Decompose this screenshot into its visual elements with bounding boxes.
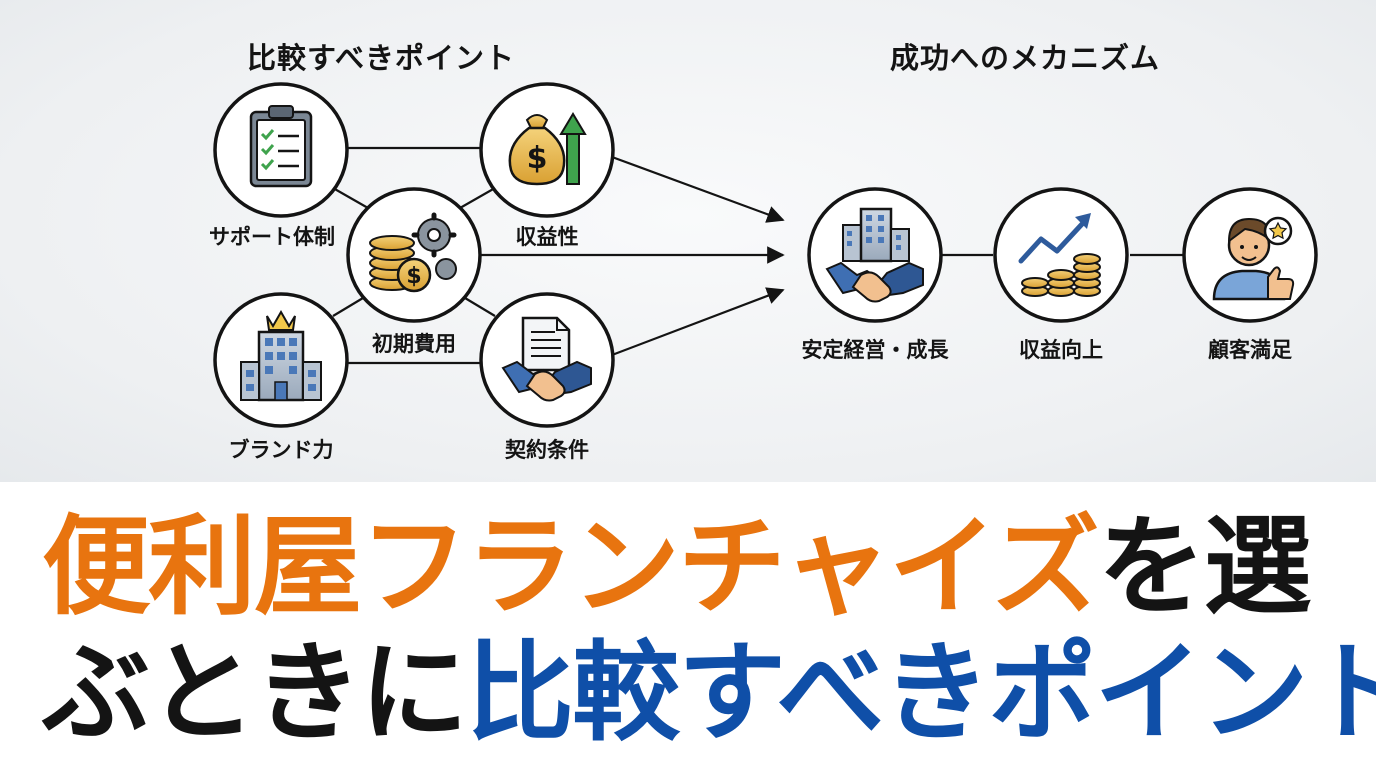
- node-profit: $: [479, 82, 615, 218]
- arrows: [480, 155, 785, 357]
- headline-blue-text: 比較すべきポイント: [466, 631, 1376, 756]
- coins-growth-chart-icon: [1018, 213, 1101, 297]
- node-brand: [213, 292, 349, 428]
- headline-line-1: 便利屋フランチャイズを選: [42, 514, 1312, 622]
- coins-gears-icon: $: [369, 212, 457, 293]
- headline-black-text-1: を選: [1097, 505, 1312, 630]
- crowned-building-icon: [240, 309, 322, 402]
- svg-text:$: $: [527, 141, 548, 176]
- edge-profit-cost: [459, 187, 496, 209]
- node-support: [213, 82, 349, 218]
- arrow-contract-to-mechanism: [611, 287, 785, 357]
- headline-orange-text: 便利屋フランチャイズ: [42, 505, 1100, 630]
- node-revenue-up: [993, 187, 1129, 323]
- arrow-profit-to-mechanism: [611, 155, 785, 223]
- headline-line-2: ぶときに比較すべきポイント: [42, 640, 1376, 748]
- headline-black-text-2: ぶときに: [42, 631, 468, 756]
- diagram-svg: $: [213, 82, 1318, 428]
- edge-support-cost: [332, 187, 369, 209]
- node-label-profit: 収益性: [515, 225, 579, 249]
- svg-text:$: $: [406, 264, 421, 289]
- money-bag-arrow-icon: $: [508, 112, 587, 186]
- node-stable: [807, 187, 943, 323]
- diagram-area: $: [0, 0, 1376, 482]
- customer-thumbs-up-icon: [1212, 216, 1295, 301]
- contract-handshake-icon: [501, 316, 592, 402]
- node-label-stable: 安定経営・成長: [801, 338, 949, 362]
- node-label-satisfaction: 顧客満足: [1208, 338, 1292, 362]
- node-label-initial-cost: 初期費用: [372, 332, 456, 356]
- node-label-brand: ブランド力: [228, 438, 334, 462]
- clipboard-checklist-icon: [249, 105, 313, 188]
- section-title-left: 比較すべきポイント: [247, 41, 515, 75]
- building-handshake-icon: [825, 207, 924, 303]
- node-label-revenue-up: 収益向上: [1019, 338, 1103, 362]
- node-contract: [479, 292, 615, 428]
- node-label-support: サポート体制: [209, 225, 335, 249]
- section-title-right: 成功へのメカニズム: [890, 41, 1161, 75]
- node-initial-cost: $: [346, 187, 482, 323]
- node-label-contract: 契約条件: [505, 438, 589, 462]
- headline-banner: 便利屋フランチャイズを選 ぶときに比較すべきポイント: [0, 482, 1376, 768]
- node-satisfaction: [1182, 187, 1318, 323]
